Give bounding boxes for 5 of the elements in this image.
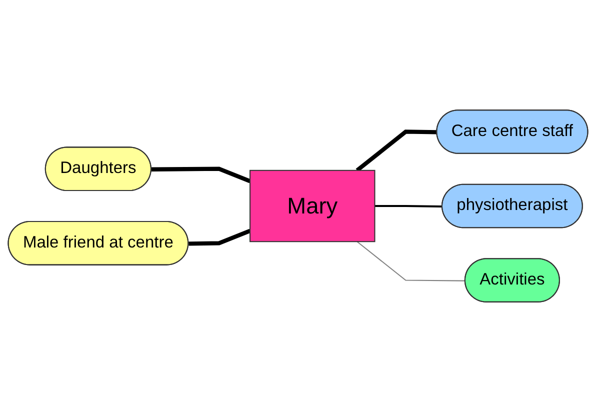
- connector: [374, 204, 443, 208]
- connector: [151, 166, 251, 184]
- connector: [188, 228, 251, 246]
- node-box: Mary: [250, 170, 376, 242]
- connector: [356, 241, 466, 282]
